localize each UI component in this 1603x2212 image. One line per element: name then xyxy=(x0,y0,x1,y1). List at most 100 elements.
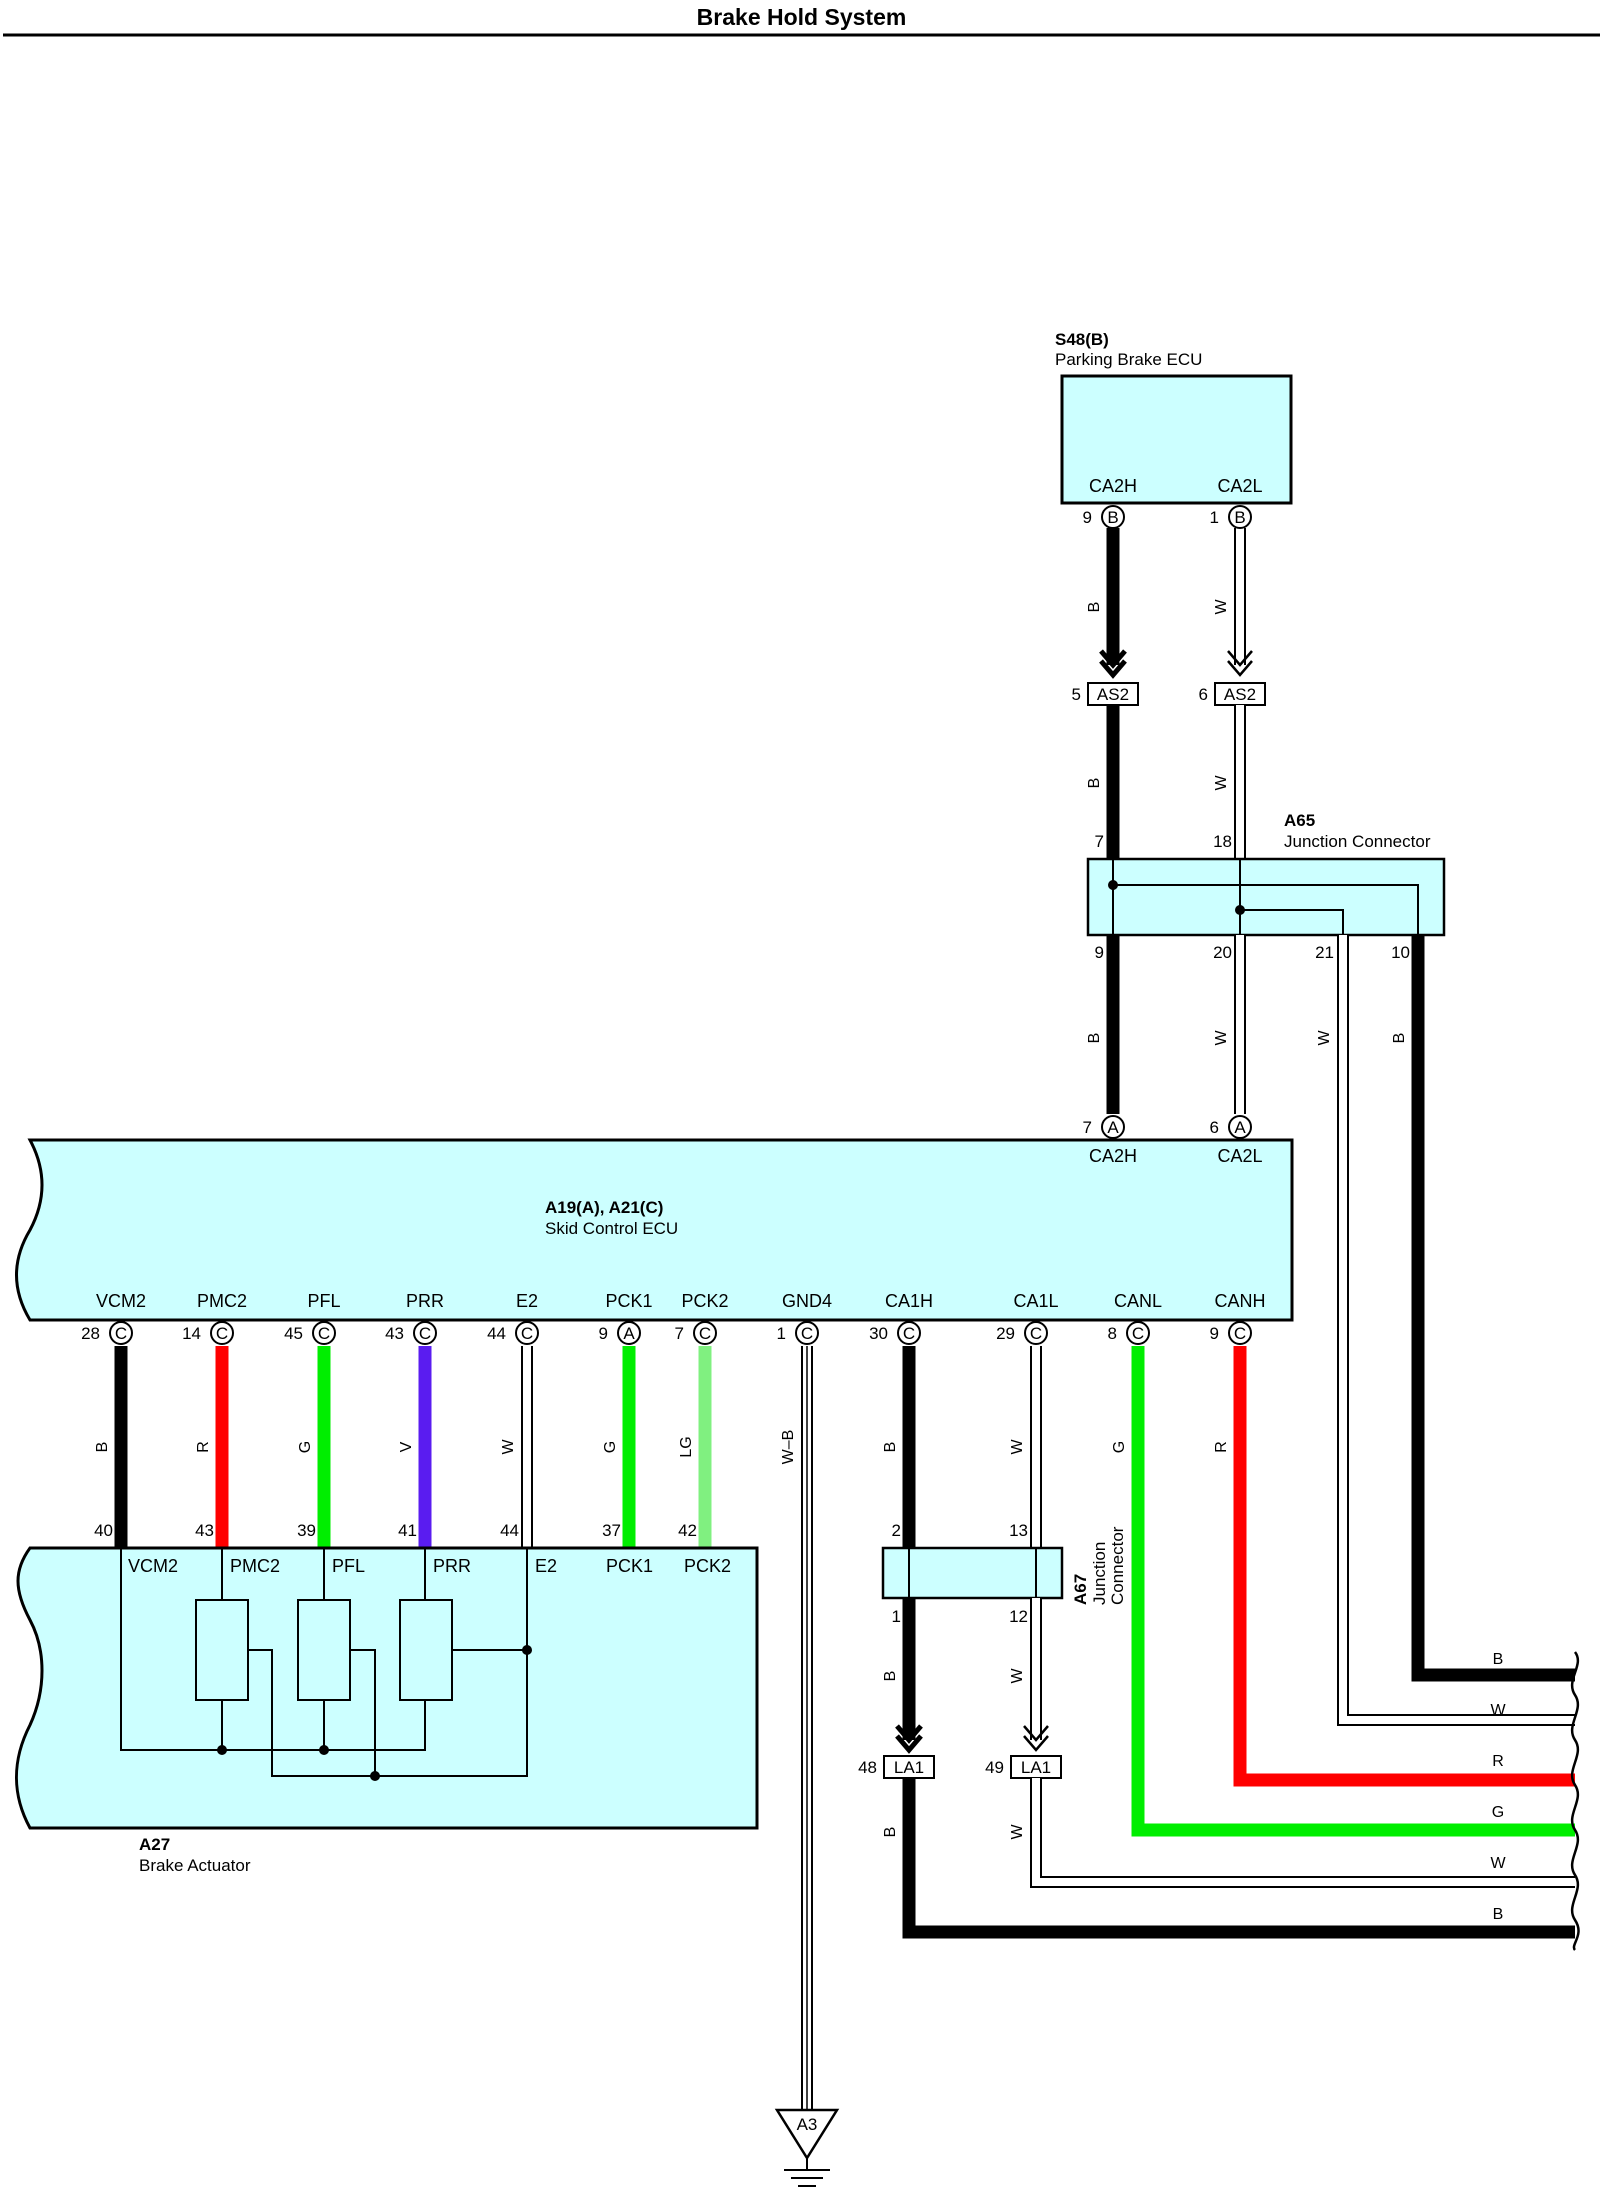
svg-text:C: C xyxy=(115,1324,127,1343)
svg-text:Junction: Junction xyxy=(1090,1542,1109,1605)
svg-text:7: 7 xyxy=(1083,1118,1092,1137)
wire-color-label: G xyxy=(602,1441,619,1453)
svg-text:A: A xyxy=(1234,1118,1246,1137)
connector-pin-circle: C1 xyxy=(777,1321,819,1345)
svg-text:B: B xyxy=(1107,508,1118,527)
connector-pin-circle: C7 xyxy=(675,1321,717,1345)
svg-text:C: C xyxy=(699,1324,711,1343)
diagram-title: Brake Hold System xyxy=(696,4,907,30)
connector-pin-circle: C8 xyxy=(1108,1321,1150,1345)
la1-connector: LA1 48 LA1 49 xyxy=(858,1755,1062,1779)
svg-text:Connector: Connector xyxy=(1108,1526,1127,1605)
wire-color-label: V xyxy=(398,1441,415,1452)
svg-text:VCM2: VCM2 xyxy=(128,1556,178,1576)
skid-ecu-bottom-labels: VCM2 PMC2 PFL PRR E2 PCK1 PCK2 GND4 CA1H… xyxy=(96,1291,1266,1311)
svg-text:9: 9 xyxy=(1210,1324,1219,1343)
wire-color-label: W xyxy=(1009,1824,1026,1840)
wire-s48-as2-ca2l xyxy=(1227,528,1253,677)
wire-canh xyxy=(1233,1346,1575,1787)
svg-text:PMC2: PMC2 xyxy=(230,1556,280,1576)
svg-text:PRR: PRR xyxy=(406,1291,444,1311)
svg-text:LA1: LA1 xyxy=(1021,1758,1051,1777)
wire-color-label: W xyxy=(1213,775,1230,791)
connector-pin-circle: A xyxy=(1101,1115,1125,1139)
a65-junction-connector: A65 Junction Connector 7 18 9 20 21 10 xyxy=(1086,811,1446,962)
wire-color-label: LG xyxy=(678,1436,695,1457)
wire-a67-la1-b xyxy=(895,1598,923,1754)
svg-text:44: 44 xyxy=(500,1521,519,1540)
svg-text:PCK2: PCK2 xyxy=(681,1291,728,1311)
svg-text:PCK1: PCK1 xyxy=(605,1291,652,1311)
wire-a65-21-w xyxy=(1337,935,1575,1726)
svg-text:20: 20 xyxy=(1213,943,1232,962)
connector-pin-circle: C30 xyxy=(869,1321,921,1345)
skid-ecu-name: Skid Control ECU xyxy=(545,1219,678,1238)
connector-pin-circle: B xyxy=(1101,505,1125,529)
svg-text:18: 18 xyxy=(1213,832,1232,851)
skid-ecu-code: A19(A), A21(C) xyxy=(545,1198,663,1217)
svg-text:G: G xyxy=(1492,1804,1504,1821)
wire-color-label: B xyxy=(882,1671,899,1682)
svg-text:7: 7 xyxy=(675,1324,684,1343)
wire-color-label: R xyxy=(195,1441,212,1453)
wire-canl xyxy=(1131,1346,1575,1837)
connector-pin-circle: C29 xyxy=(996,1321,1048,1345)
pin-label-ca2l: CA2L xyxy=(1217,1146,1262,1166)
svg-text:A: A xyxy=(623,1324,635,1343)
svg-text:21: 21 xyxy=(1315,943,1334,962)
svg-text:37: 37 xyxy=(602,1521,621,1540)
ground-a3: A3 xyxy=(774,2108,840,2187)
parking-brake-ecu: S48(B) Parking Brake ECU CA2H CA2L 9 1 xyxy=(1055,330,1293,527)
svg-text:PMC2: PMC2 xyxy=(197,1291,247,1311)
svg-text:W: W xyxy=(1490,1702,1506,1719)
wire-break-line xyxy=(1570,1651,1580,1951)
parking-brake-ecu-code: S48(B) xyxy=(1055,330,1109,349)
svg-text:9: 9 xyxy=(1095,943,1104,962)
svg-text:PCK2: PCK2 xyxy=(684,1556,731,1576)
as2-connector: AS2 5 AS2 6 xyxy=(1072,682,1266,706)
wire-color-label: B xyxy=(882,1442,899,1453)
svg-text:42: 42 xyxy=(678,1521,697,1540)
svg-text:39: 39 xyxy=(297,1521,316,1540)
wire-color-label: W xyxy=(1009,1439,1026,1455)
svg-text:PRR: PRR xyxy=(433,1556,471,1576)
svg-text:A67: A67 xyxy=(1071,1574,1090,1605)
svg-text:CANL: CANL xyxy=(1114,1291,1162,1311)
svg-text:6: 6 xyxy=(1210,1118,1219,1137)
svg-text:12: 12 xyxy=(1009,1607,1028,1626)
wire-color-label: G xyxy=(297,1441,314,1453)
svg-text:CA1H: CA1H xyxy=(885,1291,933,1311)
connector-pin-circle: C45 xyxy=(284,1321,336,1345)
svg-text:LA1: LA1 xyxy=(894,1758,924,1777)
svg-text:VCM2: VCM2 xyxy=(96,1291,146,1311)
svg-text:AS2: AS2 xyxy=(1097,685,1129,704)
svg-text:C: C xyxy=(801,1324,813,1343)
wire-color-label: B xyxy=(882,1827,899,1838)
svg-text:45: 45 xyxy=(284,1324,303,1343)
svg-text:C: C xyxy=(1132,1324,1144,1343)
svg-text:48: 48 xyxy=(858,1758,877,1777)
wire-color-label: B xyxy=(94,1442,111,1453)
wire-color-label: W–B xyxy=(780,1430,797,1465)
brake-actuator-code: A27 xyxy=(139,1835,170,1854)
wire-color-label: R xyxy=(1213,1441,1230,1453)
svg-text:A: A xyxy=(1107,1118,1119,1137)
svg-text:B: B xyxy=(1493,1906,1504,1923)
svg-text:CANH: CANH xyxy=(1214,1291,1265,1311)
wire-color-label: W xyxy=(1316,1030,1333,1046)
pin-num-ca2h: 9 xyxy=(1083,508,1092,527)
svg-text:PCK1: PCK1 xyxy=(606,1556,653,1576)
pin-label-ca2l: CA2L xyxy=(1217,476,1262,496)
svg-text:9: 9 xyxy=(599,1324,608,1343)
wire-color-label: W xyxy=(500,1439,517,1455)
svg-text:AS2: AS2 xyxy=(1224,685,1256,704)
svg-text:C: C xyxy=(1234,1324,1246,1343)
wire-color-label: W xyxy=(1213,599,1230,615)
pin-label-ca2h: CA2H xyxy=(1089,1146,1137,1166)
connector-pin-circle: C44 xyxy=(487,1321,539,1345)
wire-la1-b xyxy=(902,1778,1575,1939)
svg-text:R: R xyxy=(1492,1753,1504,1770)
connector-pin-circle: A9 xyxy=(599,1321,641,1345)
svg-text:28: 28 xyxy=(81,1324,100,1343)
